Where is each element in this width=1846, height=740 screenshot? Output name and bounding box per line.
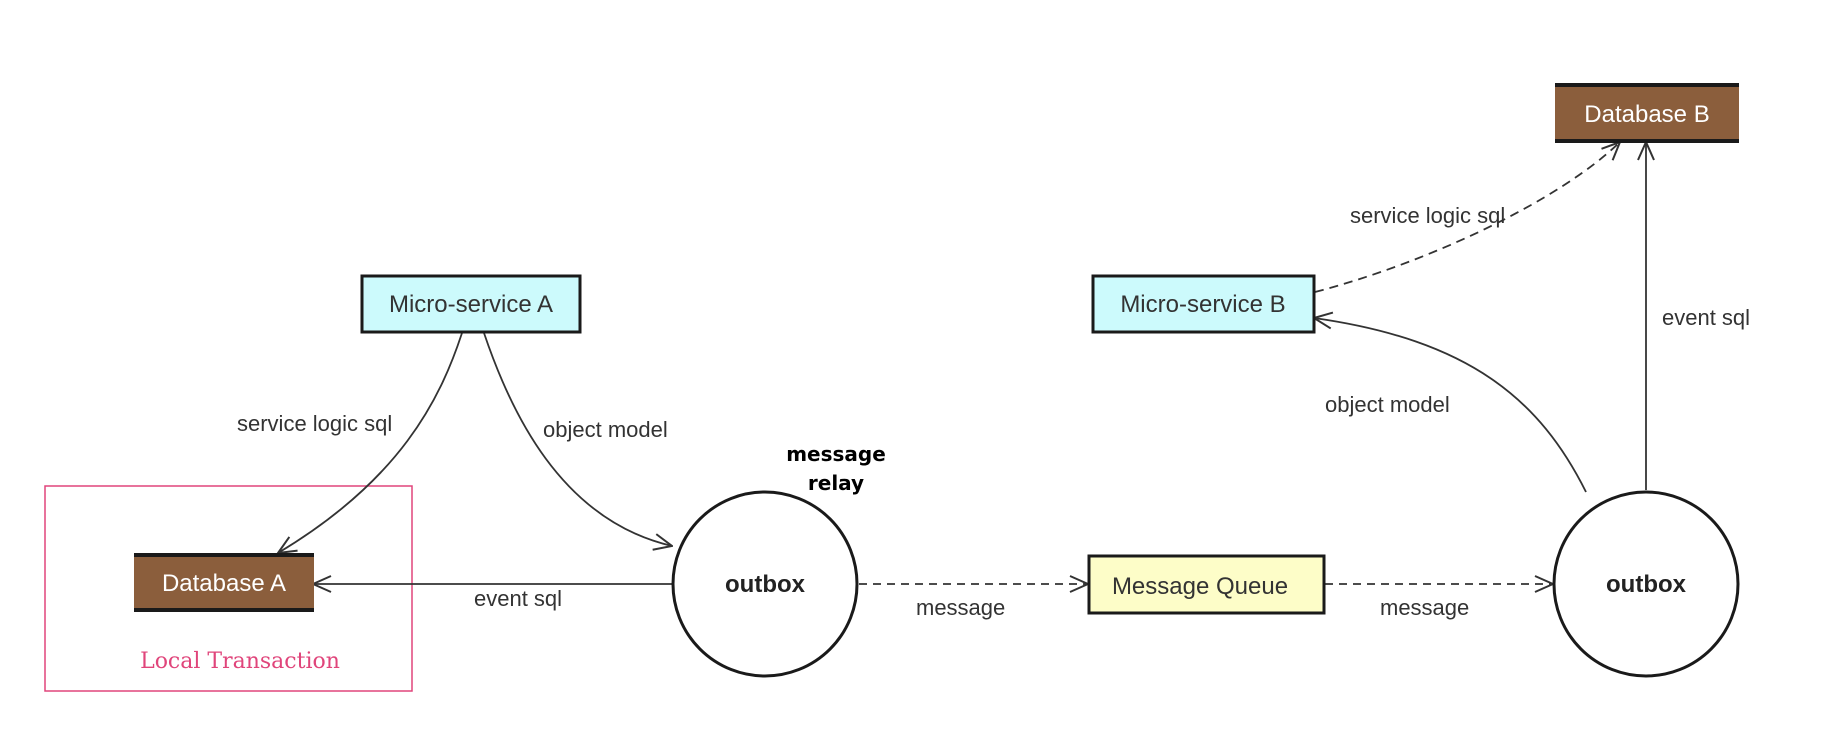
edge-b-object-model [1314, 318, 1587, 493]
database-b-node: Database B [1555, 83, 1739, 143]
edge-b-service-logic-sql [1314, 142, 1620, 293]
micro-service-b-label: Micro-service B [1120, 291, 1285, 318]
message-queue-label: Message Queue [1112, 573, 1288, 600]
outbox-left-node: outbox [671, 490, 859, 678]
message-relay-label-line1: message [786, 442, 886, 466]
outbox-right-node: outbox [1552, 490, 1740, 678]
micro-service-a-label: Micro-service A [389, 291, 553, 318]
database-b-label: Database B [1584, 101, 1709, 128]
message-relay-label-line2: relay [808, 471, 864, 495]
label-b-object-model: object model [1325, 392, 1450, 417]
edge-a-object-model [483, 332, 672, 546]
local-transaction-label: Local Transaction [140, 649, 340, 674]
message-queue-node: Message Queue [1087, 554, 1326, 615]
label-b-service-logic-sql: service logic sql [1350, 203, 1505, 228]
label-a-service-logic-sql: service logic sql [237, 411, 392, 436]
micro-service-b-node: Micro-service B [1091, 274, 1316, 334]
database-a-node: Database A [134, 553, 314, 612]
outbox-left-label: outbox [725, 571, 806, 598]
database-a-label: Database A [162, 570, 286, 597]
local-transaction-boundary [44, 485, 413, 692]
outbox-right-label: outbox [1606, 571, 1687, 598]
label-message-right: message [1380, 595, 1469, 620]
edge-a-service-logic-sql [278, 332, 463, 553]
micro-service-a-node: Micro-service A [360, 274, 582, 334]
label-a-event-sql: event sql [474, 586, 562, 611]
label-message-left: message [916, 595, 1005, 620]
label-b-event-sql: event sql [1662, 305, 1750, 330]
label-a-object-model: object model [543, 417, 668, 442]
